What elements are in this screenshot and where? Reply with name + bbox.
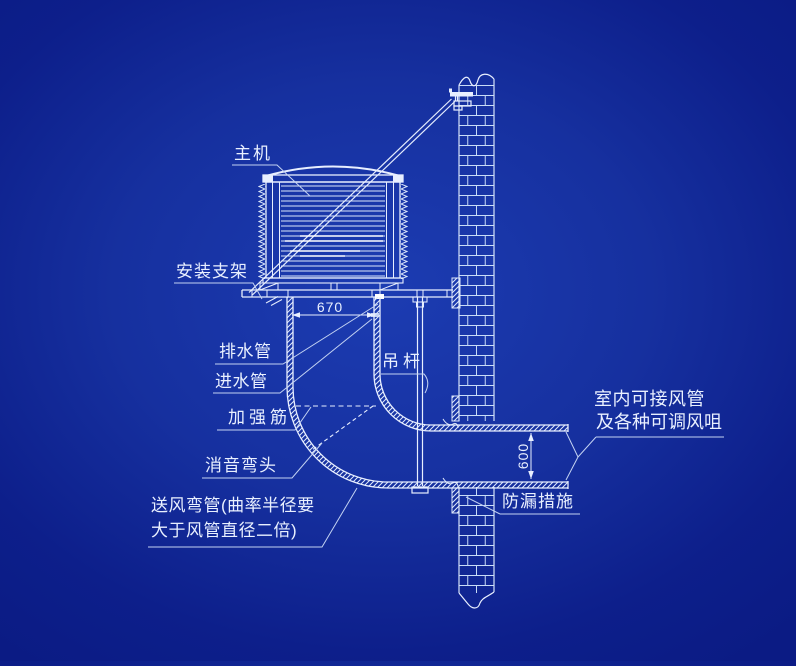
leader-indoor-duct xyxy=(565,431,724,481)
leader-silencer-elbow xyxy=(202,442,323,479)
duct-inner-wall-outline xyxy=(373,297,568,432)
label-indoor-duct-line2: 及各种可调风咀 xyxy=(596,412,722,432)
leader-main-unit xyxy=(232,164,311,197)
leader-mounting-bracket xyxy=(174,282,263,300)
main-unit xyxy=(258,165,408,291)
label-supply-bend-line2: 大于风管直径二倍) xyxy=(151,521,298,540)
unit-top-arc xyxy=(265,165,401,177)
label-leak-prevention: 防漏措施 xyxy=(502,492,574,511)
seal-strip-top xyxy=(451,395,460,422)
label-drain-pipe: 排水管 xyxy=(219,342,272,361)
label-mounting-bracket: 安装支架 xyxy=(176,262,248,281)
leader-reinforcing-rib xyxy=(217,406,312,431)
label-hanger-rod: 吊杆 xyxy=(382,352,424,371)
rod-anchor-ticks xyxy=(265,296,283,306)
duct-outer-wall-outline xyxy=(286,297,568,489)
wall-top-break-line xyxy=(458,73,495,87)
label-reinforcing-rib: 加强筋 xyxy=(228,408,291,427)
dimension-text-600: 600 xyxy=(515,442,531,470)
leader-leak-prevention xyxy=(465,496,580,515)
wall-anchor-bracket xyxy=(449,88,473,111)
unit-feet xyxy=(259,282,399,291)
wall-pad xyxy=(451,277,461,309)
label-indoor-duct-line1: 室内可接风管 xyxy=(594,389,705,409)
unit-right-fins xyxy=(400,184,408,279)
leader-supply-bend xyxy=(148,487,358,548)
label-water-inlet-pipe: 进水管 xyxy=(215,372,268,391)
wall-bottom-break-line xyxy=(458,591,495,609)
reinforcing-rib-line xyxy=(296,405,376,451)
dimension-600 xyxy=(528,433,534,479)
louver-highlights xyxy=(285,235,383,257)
label-supply-bend-line1: 送风弯管(曲率半径要 xyxy=(151,496,315,515)
hanger-rod xyxy=(411,297,429,494)
hanger-rod-end-plate xyxy=(411,486,429,494)
hanger-nut-1 xyxy=(412,296,428,303)
leader-drain-pipe xyxy=(215,303,379,365)
leader-lines xyxy=(148,164,724,548)
dimension-text-670: 670 xyxy=(316,299,344,315)
leader-inlet-pipe xyxy=(213,318,373,394)
unit-left-fins xyxy=(258,184,266,279)
label-silencer-elbow: 消音弯头 xyxy=(205,456,277,475)
hanger-nut-2 xyxy=(416,301,424,308)
leader-hanger-rod xyxy=(381,373,429,394)
seal-strip-bottom xyxy=(451,487,460,514)
brick-wall xyxy=(442,73,495,609)
elbow-duct xyxy=(286,297,569,489)
unit-louvers xyxy=(281,185,385,277)
mounting-bracket-plate xyxy=(241,289,453,308)
label-main-unit: 主机 xyxy=(234,144,272,163)
